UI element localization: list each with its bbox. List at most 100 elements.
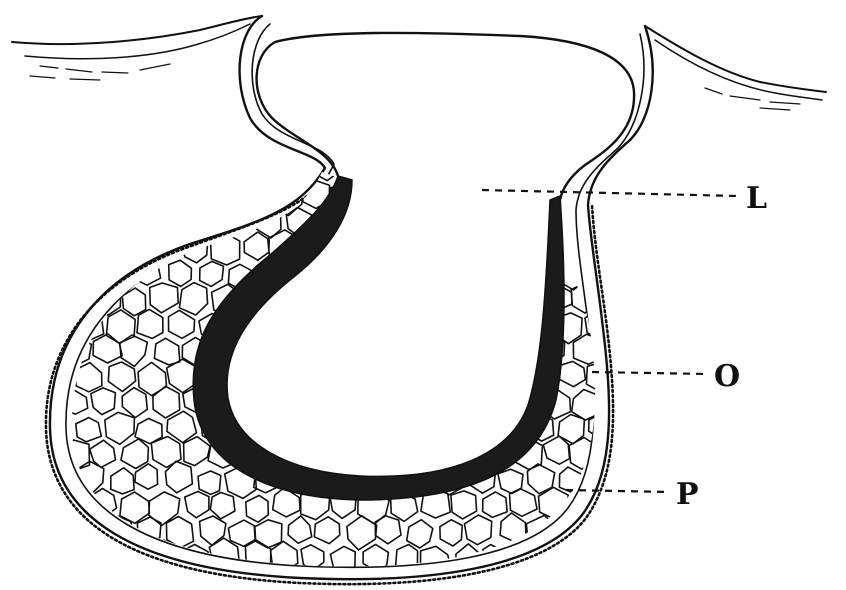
cell — [583, 569, 612, 590]
cell — [602, 235, 631, 264]
cell — [71, 281, 92, 316]
cell — [331, 284, 361, 313]
cell — [313, 307, 341, 342]
cell — [316, 259, 343, 292]
cell — [375, 572, 401, 590]
leader-line-o — [591, 370, 709, 376]
cell — [372, 172, 406, 186]
cell — [315, 172, 342, 182]
cell — [529, 568, 552, 590]
cell — [508, 487, 538, 518]
cell — [401, 406, 433, 442]
cell — [493, 204, 521, 235]
cell — [419, 182, 449, 211]
outer-wall — [44, 14, 654, 586]
cell — [148, 491, 181, 527]
cell — [13, 465, 42, 495]
cell — [120, 438, 150, 470]
cell — [183, 490, 210, 519]
cell — [357, 335, 387, 368]
cell — [167, 172, 199, 188]
cell — [256, 416, 284, 444]
cell — [15, 362, 43, 391]
cell — [420, 283, 452, 317]
cell — [110, 466, 135, 495]
cell — [542, 435, 571, 466]
cell — [31, 542, 58, 573]
cell — [271, 486, 301, 518]
cell — [18, 310, 47, 342]
cell — [119, 334, 149, 368]
cell — [245, 494, 270, 524]
cell — [419, 545, 452, 567]
cell — [328, 435, 360, 469]
cell — [392, 286, 418, 316]
cell — [365, 179, 391, 206]
cell — [121, 386, 149, 419]
cell — [71, 389, 89, 416]
cell — [18, 157, 42, 182]
cell — [71, 180, 87, 211]
cell — [605, 285, 629, 310]
cell — [405, 364, 432, 393]
cell — [134, 417, 163, 445]
cell — [256, 172, 282, 181]
cell — [89, 229, 119, 262]
cell — [302, 333, 330, 366]
cell — [346, 204, 374, 233]
cell — [373, 360, 405, 395]
cell — [584, 307, 596, 342]
cell — [462, 359, 496, 398]
cell — [526, 463, 556, 495]
cell — [150, 435, 182, 469]
cell — [254, 312, 288, 345]
cell — [568, 436, 596, 471]
cell — [433, 207, 461, 238]
cell — [208, 537, 240, 567]
cell — [315, 572, 341, 590]
label-o: O — [714, 359, 740, 394]
cell — [81, 572, 105, 590]
cell — [120, 235, 147, 265]
cell — [313, 358, 343, 391]
cell — [152, 385, 181, 419]
cell — [136, 308, 164, 340]
cell — [179, 179, 210, 212]
cell — [514, 333, 540, 365]
lumen-outline — [255, 31, 636, 202]
cell — [107, 361, 137, 393]
cell — [328, 384, 359, 420]
cell — [375, 257, 403, 284]
cell — [421, 438, 449, 469]
cell — [268, 386, 300, 421]
cell — [34, 182, 59, 209]
cell — [346, 312, 376, 345]
cell — [344, 358, 377, 392]
cell — [167, 309, 196, 340]
cell — [71, 228, 93, 261]
cell — [411, 172, 436, 186]
surface-lines-right — [644, 25, 827, 111]
cell — [300, 392, 326, 419]
cell — [104, 565, 132, 567]
cell — [391, 385, 424, 423]
label-p: P — [676, 477, 699, 512]
cell — [465, 409, 500, 445]
cell — [374, 515, 402, 545]
cell — [448, 280, 477, 314]
cell — [164, 460, 194, 494]
cell — [401, 308, 434, 342]
cell — [34, 490, 61, 520]
cell — [468, 209, 494, 237]
cell — [104, 411, 136, 446]
cell — [450, 338, 476, 366]
cell — [166, 207, 197, 240]
cell — [527, 172, 558, 188]
cell — [34, 237, 57, 261]
cell — [17, 570, 40, 590]
cell — [478, 228, 510, 261]
cell — [453, 178, 480, 209]
cell — [89, 179, 117, 209]
leader-line-p — [565, 488, 671, 494]
